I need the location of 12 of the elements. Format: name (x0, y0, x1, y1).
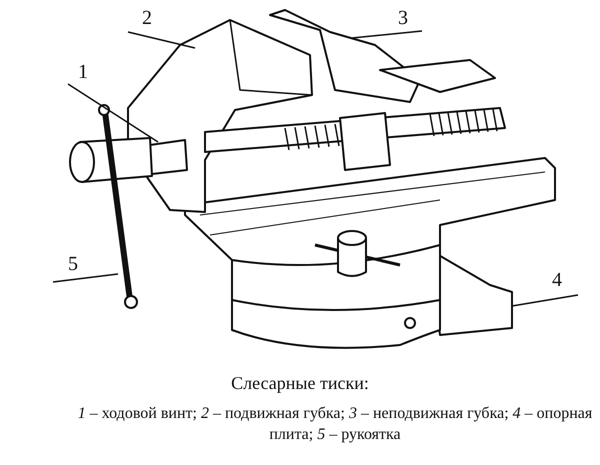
callout-number: 2 (142, 8, 152, 28)
callout-number: 4 (552, 270, 562, 290)
leader-line (512, 294, 578, 307)
callout-number: 5 (68, 254, 78, 274)
figure-title: Слесарные тиски: (230, 373, 370, 394)
leader-line (68, 83, 158, 143)
callout-number: 3 (398, 8, 408, 28)
leader-line (52, 273, 118, 283)
leader-line (352, 30, 422, 39)
figure-caption: 1 – ходовой винт; 2 – подвижная губка; 3 – неподвижная губка; 4 – опорная плита; 5 – рукоятка (76, 404, 594, 445)
callout-number: 1 (78, 62, 88, 82)
leader-line (128, 31, 196, 49)
